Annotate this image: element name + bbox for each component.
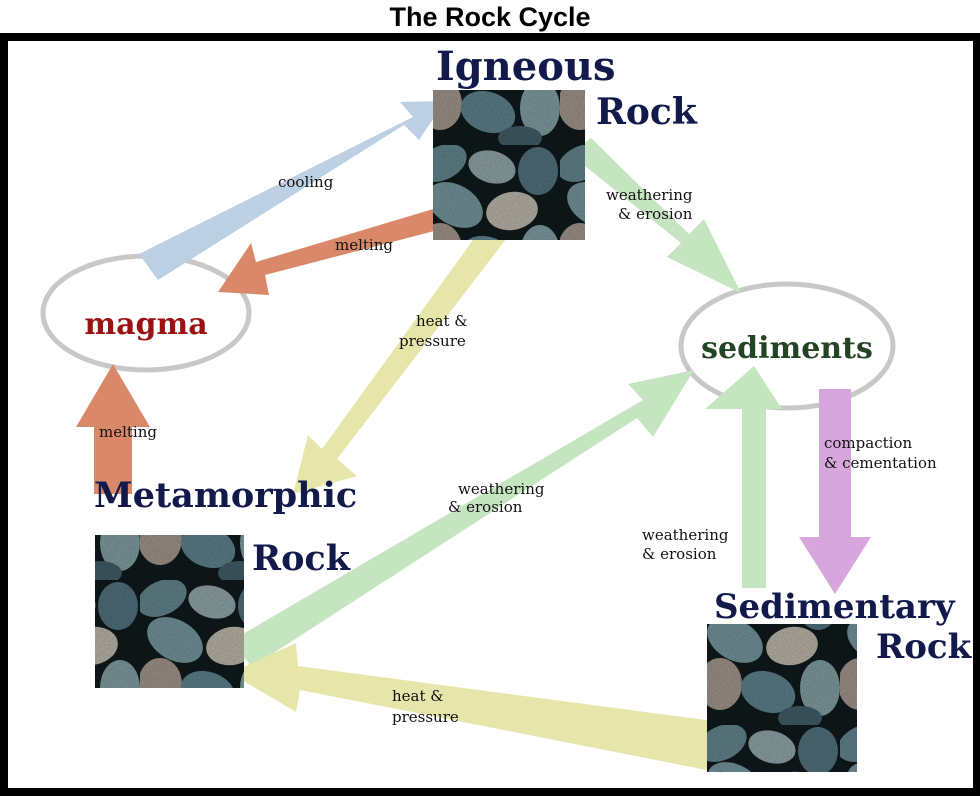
metamorphic-label-line1: Metamorphic bbox=[94, 475, 357, 516]
weathering-igneous-line2: & erosion bbox=[618, 205, 693, 223]
heat-pressure-sedimentary-line2: pressure bbox=[392, 708, 459, 726]
igneous-label-line1: Igneous bbox=[436, 43, 616, 90]
metamorphic-label-line2: Rock bbox=[252, 538, 351, 579]
heat-pressure-arrow-sedimentary-to-metamorphic bbox=[230, 643, 728, 773]
sedimentary-label-line2: Rock bbox=[876, 627, 973, 667]
compaction-line2: & cementation bbox=[824, 454, 937, 472]
sediments-label: sediments bbox=[701, 331, 873, 366]
heat-pressure-sedimentary-line1: heat & bbox=[392, 687, 444, 705]
heat-pressure-arrow-igneous-to-metamorphic bbox=[293, 222, 510, 494]
heat-pressure-igneous-line1: heat & bbox=[416, 312, 468, 330]
magma-label: magma bbox=[84, 307, 207, 342]
weathering-arrow-metamorphic-to-sediments bbox=[231, 370, 694, 667]
heat-pressure-igneous-line2: pressure bbox=[399, 332, 466, 350]
metamorphic-rock-image bbox=[95, 535, 244, 688]
weathering-igneous-line1: weathering bbox=[606, 186, 693, 204]
weathering-sedimentary-line2: & erosion bbox=[642, 545, 717, 563]
melting-label-igneous: melting bbox=[335, 236, 393, 254]
melting-label-metamorphic: melting bbox=[99, 423, 157, 441]
weathering-sedimentary-line1: weathering bbox=[642, 526, 729, 544]
cooling-label: cooling bbox=[278, 173, 334, 191]
igneous-rock-image bbox=[433, 90, 585, 240]
sedimentary-rock-image bbox=[707, 624, 857, 772]
sedimentary-label-line1: Sedimentary bbox=[714, 587, 956, 627]
weathering-metamorphic-line2: & erosion bbox=[448, 498, 523, 516]
igneous-label-line2: Rock bbox=[596, 91, 698, 133]
compaction-arrow bbox=[799, 389, 871, 594]
weathering-arrow-sedimentary-to-sediments bbox=[705, 366, 782, 588]
compaction-line1: compaction bbox=[824, 434, 912, 452]
weathering-metamorphic-line1: weathering bbox=[458, 480, 545, 498]
